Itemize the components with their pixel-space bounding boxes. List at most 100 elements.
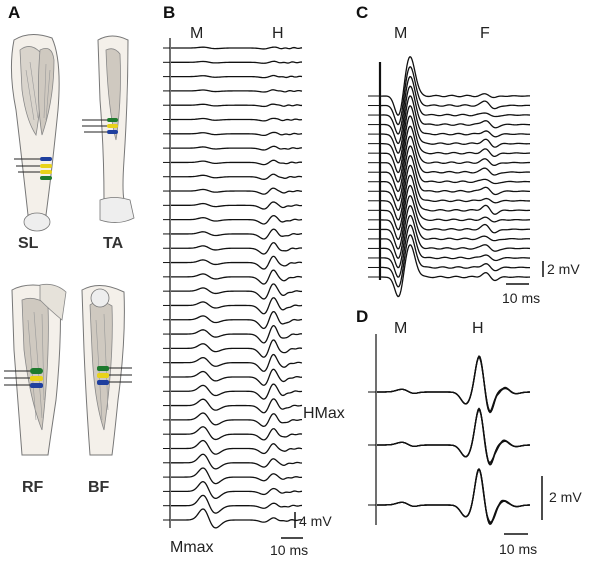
panel-d-sweep-trace — [377, 356, 531, 413]
panel-c-sweep-trace — [380, 205, 531, 259]
panel-b-sweep-trace — [171, 46, 303, 50]
panel-b-sweep-trace — [171, 412, 302, 427]
panel-b-sweep-trace — [171, 325, 303, 344]
panel-b-sweep-trace — [171, 89, 303, 93]
panel-c-sweep-trace — [380, 195, 530, 250]
panel-b-sweep-trace — [171, 426, 303, 441]
panel-d-scale-amp: 2 mV — [549, 489, 582, 505]
panel-b-sweep-trace — [171, 481, 303, 499]
panel-d-sweep-trace — [377, 409, 531, 466]
panel-d-sweep-trace — [377, 469, 531, 525]
panel-c-scale-bar — [506, 261, 544, 285]
panel-c-sweep-trace — [381, 56, 531, 116]
panel-b-scale-amp: 4 mV — [299, 513, 332, 529]
panel-c-sweep-trace — [381, 125, 531, 183]
panel-b-sweep-trace — [171, 103, 302, 108]
panel-c-letter: C — [356, 3, 368, 22]
panel-b-sweep-trace — [171, 117, 303, 122]
panel-c-sweep-trace — [380, 95, 531, 154]
label-bf: BF — [88, 479, 110, 496]
panel-c-sweep-trace — [380, 135, 531, 193]
panel-b-mmax-label: Mmax — [170, 539, 214, 556]
panel-b-scale-bar — [281, 512, 303, 539]
biceps-femoris-electrodes — [97, 366, 132, 385]
panel-b-sweep-trace — [171, 215, 303, 225]
panel-b-sweep-trace — [171, 255, 303, 270]
panel-b-sweep-trace — [171, 269, 303, 285]
panel-b-sweep-trace — [171, 60, 303, 64]
panel-d-traces — [368, 355, 531, 525]
panel-d-sweep-trace — [377, 355, 531, 413]
panel-b-sweep-trace — [171, 145, 303, 151]
panel-b-sweep-trace — [171, 310, 303, 330]
panel-b-sweep-trace — [171, 439, 303, 455]
panel-b-sweep-trace — [171, 383, 303, 400]
panel-b-sweep-trace — [171, 453, 303, 470]
panel-b-sweep-trace — [171, 74, 303, 79]
panel-b-sweep-trace — [171, 353, 303, 372]
panel-c-sweep-trace — [380, 214, 531, 269]
panel-c-sweep-trace — [380, 105, 531, 164]
panel-b-sweep-trace — [171, 228, 303, 240]
panel-c-sweep-trace — [380, 115, 531, 174]
tibialis-electrodes — [82, 118, 118, 134]
panel-c-sweep-trace — [380, 145, 531, 202]
label-sl: SL — [18, 235, 39, 252]
panel-b-sweep-trace — [171, 201, 303, 210]
panel-c-sweep-trace — [380, 75, 531, 135]
panel-b-sweep-trace — [171, 283, 303, 300]
panel-c-traces — [368, 56, 531, 298]
panel-b-sweep-trace — [171, 187, 303, 195]
panel-c-sweep-trace — [380, 184, 531, 241]
panel-c-scale-amp: 2 mV — [547, 261, 580, 277]
panel-b-sweep-trace — [171, 339, 303, 358]
panel-b-sweep-trace — [171, 242, 303, 255]
panel-b-sweep-trace — [171, 159, 303, 166]
panel-b-sweep-trace — [171, 398, 303, 414]
panel-d: D M H 2 mV 10 ms — [356, 307, 582, 557]
panel-b-m-label: M — [190, 25, 203, 42]
panel-c-scale-time: 10 ms — [502, 290, 540, 306]
panel-b-sweep-trace — [171, 467, 303, 485]
panel-c-f-label: F — [480, 25, 490, 42]
panel-b: B M H HMax Mmax 4 mV 10 ms — [163, 3, 345, 558]
soleus-leg-illustration — [10, 34, 60, 232]
panel-b-sweep-trace — [171, 297, 303, 315]
panel-b-h-label: H — [272, 25, 284, 42]
panel-b-letter: B — [163, 3, 175, 22]
panel-b-sweep-trace — [171, 508, 303, 529]
tibialis-leg-illustration — [97, 35, 135, 223]
label-rf: RF — [22, 479, 44, 496]
panel-d-sweep-trace — [377, 409, 531, 465]
panel-c-sweep-trace — [380, 174, 531, 231]
panel-b-scale-time: 10 ms — [270, 542, 308, 558]
panel-d-scale-time: 10 ms — [499, 541, 537, 557]
panel-d-sweep-trace — [377, 468, 531, 524]
panel-d-sweep-trace — [377, 356, 531, 412]
panel-b-traces — [163, 46, 303, 529]
panel-a: A SL — [4, 3, 135, 496]
panel-d-sweep-trace — [377, 408, 531, 466]
rectus-femoris-electrodes — [4, 368, 43, 388]
panel-d-sweep-trace — [377, 356, 531, 414]
panel-d-sweep-trace — [377, 468, 531, 523]
panel-d-sweep-trace — [377, 468, 531, 525]
panel-c-sweep-trace — [380, 244, 531, 298]
panel-c: C M F 2 mV 10 ms — [356, 3, 580, 306]
panel-b-sweep-trace — [171, 173, 303, 180]
panel-b-sweep-trace — [171, 368, 303, 386]
panel-a-letter: A — [8, 3, 20, 22]
label-ta: TA — [103, 235, 124, 252]
panel-c-sweep-trace — [380, 234, 531, 288]
panel-d-h-label: H — [472, 320, 484, 337]
panel-c-sweep-trace — [380, 85, 531, 145]
panel-d-scale-bar — [504, 476, 543, 535]
panel-c-sweep-trace — [380, 224, 531, 278]
panel-d-sweep-trace — [377, 407, 531, 464]
panel-d-letter: D — [356, 307, 368, 326]
panel-b-sweep-trace — [171, 494, 303, 514]
panel-b-sweep-trace — [171, 131, 303, 137]
panel-c-sweep-trace — [380, 164, 531, 221]
soleus-electrodes — [14, 157, 52, 180]
